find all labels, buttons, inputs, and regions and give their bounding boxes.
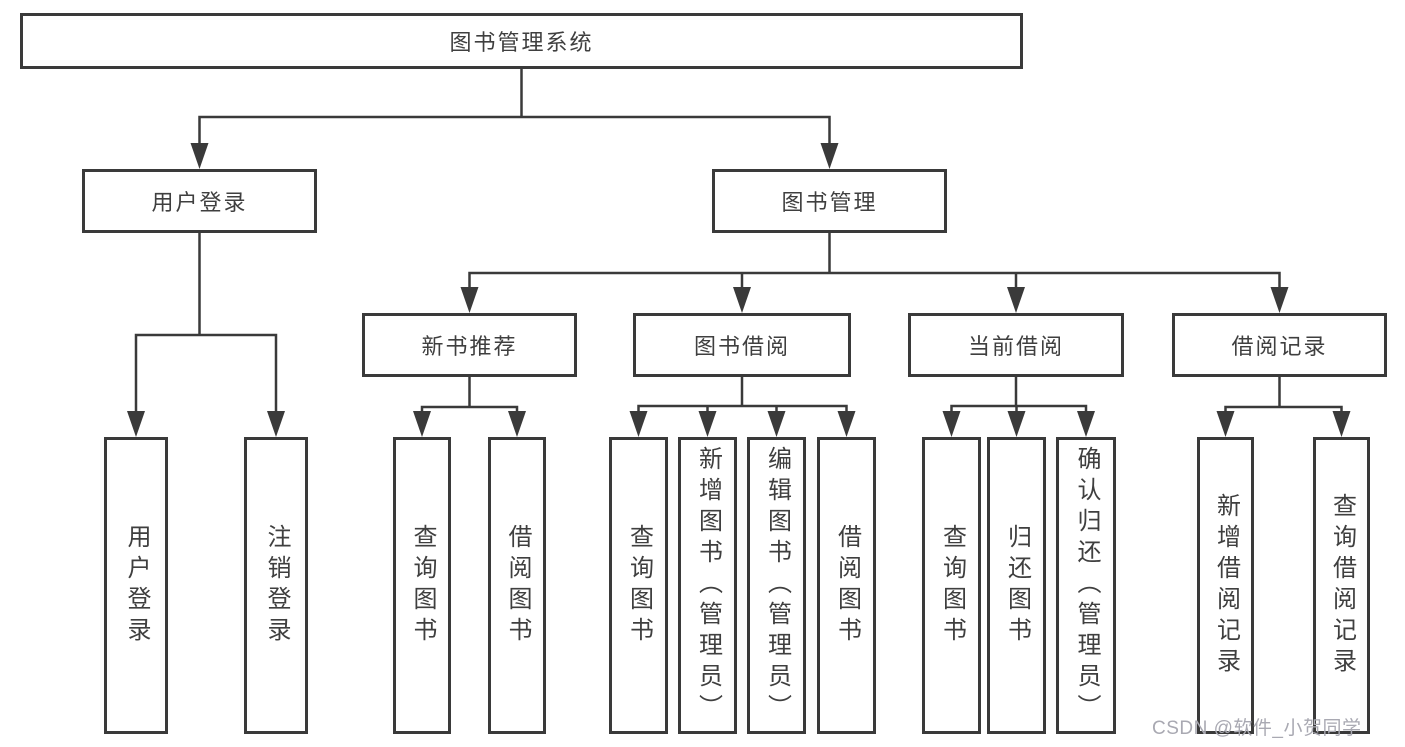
leaf-user-login: 用户登录 xyxy=(104,437,168,734)
node-label: 图书管理系统 xyxy=(449,30,594,55)
node-user-login: 用户登录 xyxy=(82,169,317,233)
node-label: 图书管理 xyxy=(781,190,878,215)
leaf-br-query-record: 查询借阅记录 xyxy=(1313,437,1370,734)
arrow-down-icon xyxy=(1077,411,1095,437)
connector-borrowing-records-children xyxy=(1216,377,1351,437)
node-label: 查询借阅记录 xyxy=(1328,492,1356,679)
leaf-bb-add-books-admin: 新增图书（管理员） xyxy=(678,437,737,734)
node-label: 查询图书 xyxy=(409,523,436,648)
leaf-bb-query-books: 查询图书 xyxy=(609,437,668,734)
leaf-nbr-borrow-books: 借阅图书 xyxy=(488,437,546,734)
arrow-down-icon xyxy=(1007,287,1025,313)
arrow-down-icon xyxy=(460,287,479,313)
node-borrowing-records: 借阅记录 xyxy=(1172,313,1387,377)
node-label: 当前借阅 xyxy=(967,334,1064,359)
node-label: 查询图书 xyxy=(938,523,966,648)
node-label: 新增图书（管理员） xyxy=(694,446,722,725)
leaf-cb-return-books: 归还图书 xyxy=(987,437,1046,734)
leaf-br-add-record: 新增借阅记录 xyxy=(1197,437,1254,734)
node-new-book-recommendation: 新书推荐 xyxy=(362,313,577,377)
node-book-management: 图书管理 xyxy=(712,169,947,233)
arrow-down-icon xyxy=(629,411,648,437)
node-label: 用户登录 xyxy=(123,523,150,648)
arrow-down-icon xyxy=(1332,411,1351,437)
node-label: 图书借阅 xyxy=(693,334,790,359)
node-current-borrowing: 当前借阅 xyxy=(908,313,1124,377)
leaf-cb-confirm-return-admin: 确认归还（管理员） xyxy=(1056,437,1116,734)
arrow-down-icon xyxy=(767,411,786,437)
arrow-down-icon xyxy=(733,287,751,313)
node-label: 用户登录 xyxy=(151,190,248,215)
arrow-down-icon xyxy=(698,411,717,437)
arrow-down-icon xyxy=(413,411,431,437)
node-label: 新书推荐 xyxy=(421,334,518,359)
arrow-down-icon xyxy=(820,143,839,169)
leaf-nbr-query-books: 查询图书 xyxy=(393,437,451,734)
node-label: 确认归还（管理员） xyxy=(1073,446,1100,725)
arrow-down-icon xyxy=(1216,411,1235,437)
node-label: 借阅图书 xyxy=(833,523,861,648)
connector-book-management-children xyxy=(460,233,1289,313)
connector-current-borrowing-children xyxy=(942,377,1095,437)
leaf-bb-borrow-books: 借阅图书 xyxy=(817,437,876,734)
arrow-down-icon xyxy=(1270,287,1289,313)
connector-book-borrowing-children xyxy=(629,377,856,437)
arrow-down-icon xyxy=(837,411,856,437)
arrow-down-icon xyxy=(267,411,285,437)
watermark: CSDN @软件_小贺同学 xyxy=(1152,718,1362,739)
arrow-down-icon xyxy=(942,411,961,437)
connector-root-to-level2 xyxy=(190,69,839,169)
arrow-down-icon xyxy=(1007,411,1026,437)
node-label: 查询图书 xyxy=(625,523,653,648)
leaf-logout: 注销登录 xyxy=(244,437,308,734)
arrow-down-icon xyxy=(508,411,526,437)
node-book-borrowing: 图书借阅 xyxy=(633,313,851,377)
leaf-cb-query-books: 查询图书 xyxy=(922,437,981,734)
node-label: 编辑图书（管理员） xyxy=(763,446,791,725)
connector-new-book-children xyxy=(413,377,526,437)
node-system-root: 图书管理系统 xyxy=(20,13,1023,69)
node-label: 借阅图书 xyxy=(504,523,531,648)
connector-user-login-children xyxy=(127,233,285,437)
node-label: 注销登录 xyxy=(263,523,290,648)
arrow-down-icon xyxy=(190,143,209,169)
arrow-down-icon xyxy=(127,411,145,437)
node-label: 新增借阅记录 xyxy=(1212,492,1240,679)
leaf-bb-edit-books-admin: 编辑图书（管理员） xyxy=(747,437,806,734)
node-label: 借阅记录 xyxy=(1231,334,1328,359)
node-label: 归还图书 xyxy=(1003,523,1031,648)
